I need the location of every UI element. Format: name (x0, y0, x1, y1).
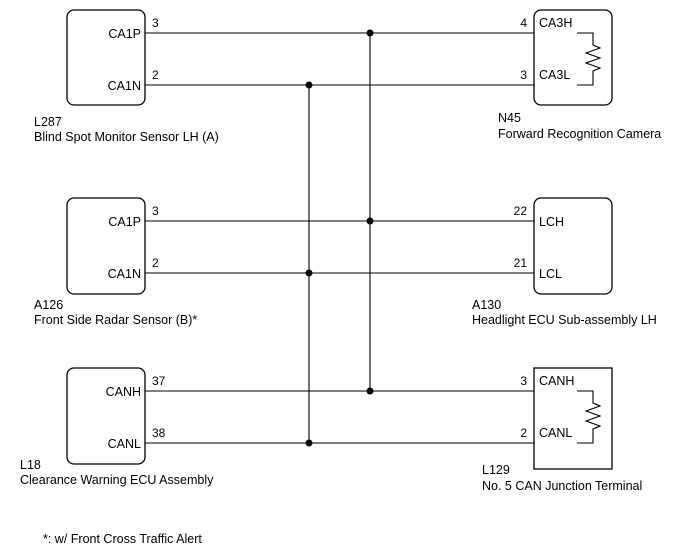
component-code: A130 (472, 298, 501, 312)
pin-number: 3 (520, 374, 527, 388)
component-l129: CANH CANL 3 2 L129 No. 5 CAN Junction Te… (482, 367, 642, 493)
component-a126: CA1P CA1N 3 2 A126 Front Side Radar Sens… (34, 197, 197, 327)
pin-label: CA3L (539, 68, 570, 82)
resistor-icon (577, 390, 602, 444)
component-box (66, 367, 146, 465)
component-l18: CANH CANL 37 38 L18 Clearance Warning EC… (20, 367, 214, 487)
can-high-bus (145, 29, 534, 395)
junction-dot (366, 387, 374, 395)
component-code: L18 (20, 458, 41, 472)
pin-number: 3 (152, 16, 159, 30)
component-code: A126 (34, 298, 63, 312)
component-box (533, 197, 613, 295)
pin-number: 22 (514, 204, 528, 218)
pin-label: LCL (539, 267, 562, 281)
component-box (66, 9, 146, 106)
can-low-bus (145, 81, 534, 447)
pin-number: 2 (152, 68, 159, 82)
pin-number: 3 (152, 204, 159, 218)
pin-label: LCH (539, 215, 564, 229)
pin-label: CA1N (108, 267, 141, 281)
component-name: Headlight ECU Sub-assembly LH (472, 313, 657, 327)
component-name: No. 5 CAN Junction Terminal (482, 479, 642, 493)
component-l287: CA1P CA1N 3 2 L287 Blind Spot Monitor Se… (34, 9, 219, 144)
component-code: L129 (482, 463, 510, 477)
pin-label: CANL (108, 437, 141, 451)
resistor-icon (577, 32, 602, 86)
component-name: Forward Recognition Camera (498, 127, 661, 141)
junction-dot (366, 217, 374, 225)
junction-dot (305, 269, 313, 277)
pin-label: CA1P (108, 215, 141, 229)
junction-dot (305, 439, 313, 447)
component-name: Clearance Warning ECU Assembly (20, 473, 214, 487)
component-code: N45 (498, 111, 521, 125)
pin-label: CANH (106, 385, 141, 399)
footnote: *: w/ Front Cross Traffic Alert (43, 532, 202, 546)
pin-label: CA1N (108, 79, 141, 93)
pin-number: 2 (152, 256, 159, 270)
component-code: L287 (34, 115, 62, 129)
pin-number: 3 (520, 68, 527, 82)
pin-number: 21 (514, 256, 528, 270)
pin-label: CANH (539, 374, 574, 388)
junction-dot (305, 81, 313, 89)
component-name: Blind Spot Monitor Sensor LH (A) (34, 130, 219, 144)
pin-label: CANL (539, 426, 572, 440)
component-a130: LCH LCL 22 21 A130 Headlight ECU Sub-ass… (472, 197, 657, 327)
component-n45: CA3H CA3L 4 3 N45 Forward Recognition Ca… (498, 9, 661, 141)
pin-number: 2 (520, 426, 527, 440)
pin-number: 38 (152, 426, 166, 440)
pin-number: 37 (152, 374, 166, 388)
pin-label: CA3H (539, 16, 572, 30)
pin-number: 4 (520, 16, 527, 30)
component-box (533, 367, 613, 470)
pin-label: CA1P (108, 27, 141, 41)
component-box (66, 197, 146, 295)
component-name: Front Side Radar Sensor (B)* (34, 313, 197, 327)
junction-dot (366, 29, 374, 37)
